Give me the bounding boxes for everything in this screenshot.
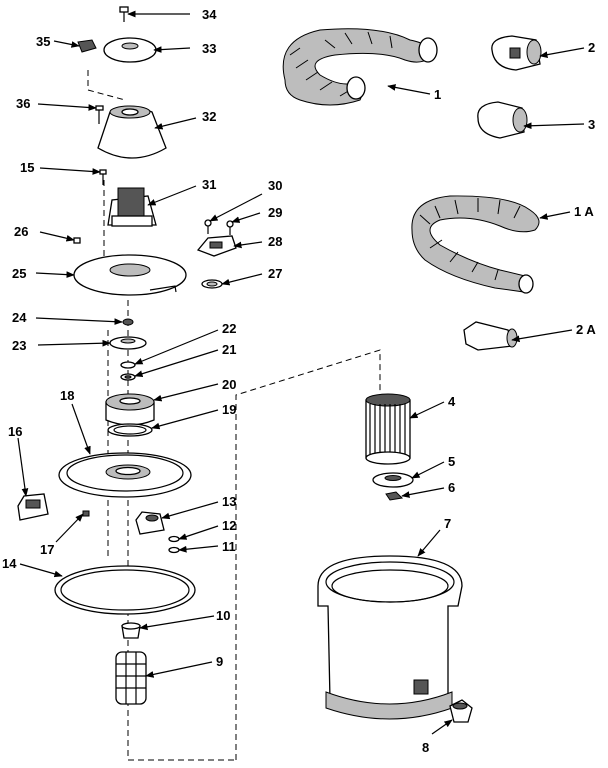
label-21: 21 — [222, 342, 236, 357]
label-15: 15 — [20, 160, 34, 175]
label-8: 8 — [422, 740, 429, 755]
part-36-screw — [95, 105, 104, 124]
part-1a-hose — [411, 195, 540, 294]
part-27-bushing — [201, 279, 223, 289]
label-18: 18 — [60, 388, 74, 403]
label-20: 20 — [222, 377, 236, 392]
label-28: 28 — [268, 234, 282, 249]
part-10-float — [121, 622, 141, 639]
label-19: 19 — [222, 402, 236, 417]
leader-lines — [17, 10, 585, 735]
label-25: 25 — [12, 266, 26, 281]
part-4-cartridge-filter — [365, 393, 411, 465]
part-22-washer — [120, 361, 136, 369]
part-18-lid — [58, 452, 192, 498]
label-10: 10 — [216, 608, 230, 623]
label-7: 7 — [444, 516, 451, 531]
part-32-motor-cover — [97, 105, 167, 159]
part-11-washer — [168, 546, 180, 554]
part-15-screw — [99, 169, 107, 185]
label-23: 23 — [12, 338, 26, 353]
part-12-washer — [168, 535, 180, 543]
label-32: 32 — [202, 109, 216, 124]
part-30-screw — [204, 219, 212, 234]
label-11: 11 — [222, 539, 236, 554]
part-7-tank — [317, 555, 463, 720]
part-labels: 34 35 33 36 32 15 31 30 29 26 28 25 27 2… — [2, 7, 596, 755]
label-6: 6 — [448, 480, 455, 495]
label-24: 24 — [12, 310, 27, 325]
label-14: 14 — [2, 556, 17, 571]
part-21-washer — [120, 373, 136, 381]
label-31: 31 — [202, 177, 216, 192]
label-1: 1 — [434, 87, 441, 102]
label-17: 17 — [40, 542, 54, 557]
label-34: 34 — [202, 7, 217, 22]
label-33: 33 — [202, 41, 216, 56]
label-26: 26 — [14, 224, 28, 239]
part-25-motor-plate — [73, 254, 187, 296]
part-16-latch — [17, 493, 49, 521]
part-9-cage-filter — [115, 651, 147, 705]
part-6-nut — [385, 491, 404, 501]
part-8-drain-plug — [449, 699, 473, 723]
label-4: 4 — [448, 394, 456, 409]
label-13: 13 — [222, 494, 236, 509]
label-29: 29 — [268, 205, 282, 220]
part-29-screw — [226, 220, 234, 235]
part-35-clip — [77, 39, 97, 53]
part-23-fan — [109, 336, 147, 350]
part-24-nut — [122, 318, 134, 326]
label-2: 2 — [588, 40, 595, 55]
label-16: 16 — [8, 424, 22, 439]
label-35: 35 — [36, 34, 50, 49]
part-17-screw — [82, 510, 90, 517]
part-31-motor — [107, 187, 157, 227]
label-3: 3 — [588, 117, 595, 132]
label-36: 36 — [16, 96, 30, 111]
part-1-hose — [282, 28, 438, 106]
part-3-adapter — [477, 101, 528, 139]
part-14-gasket-ring — [54, 565, 196, 615]
part-13-float-cage — [135, 511, 165, 535]
part-33-top-cap — [103, 37, 157, 63]
label-30: 30 — [268, 178, 282, 193]
part-19-gasket — [107, 423, 153, 437]
part-5-retainer — [372, 472, 414, 488]
part-26-screw — [73, 237, 81, 244]
part-20-fan-housing — [105, 393, 155, 426]
label-1a: 1 A — [574, 204, 594, 219]
label-27: 27 — [268, 266, 282, 281]
label-22: 22 — [222, 321, 236, 336]
part-34-screw — [119, 6, 129, 22]
part-2a-adapter — [463, 321, 518, 351]
label-9: 9 — [216, 654, 223, 669]
label-5: 5 — [448, 454, 455, 469]
label-2a: 2 A — [576, 322, 596, 337]
part-28-switch — [196, 235, 237, 257]
part-2-adapter — [491, 35, 542, 71]
label-12: 12 — [222, 518, 236, 533]
